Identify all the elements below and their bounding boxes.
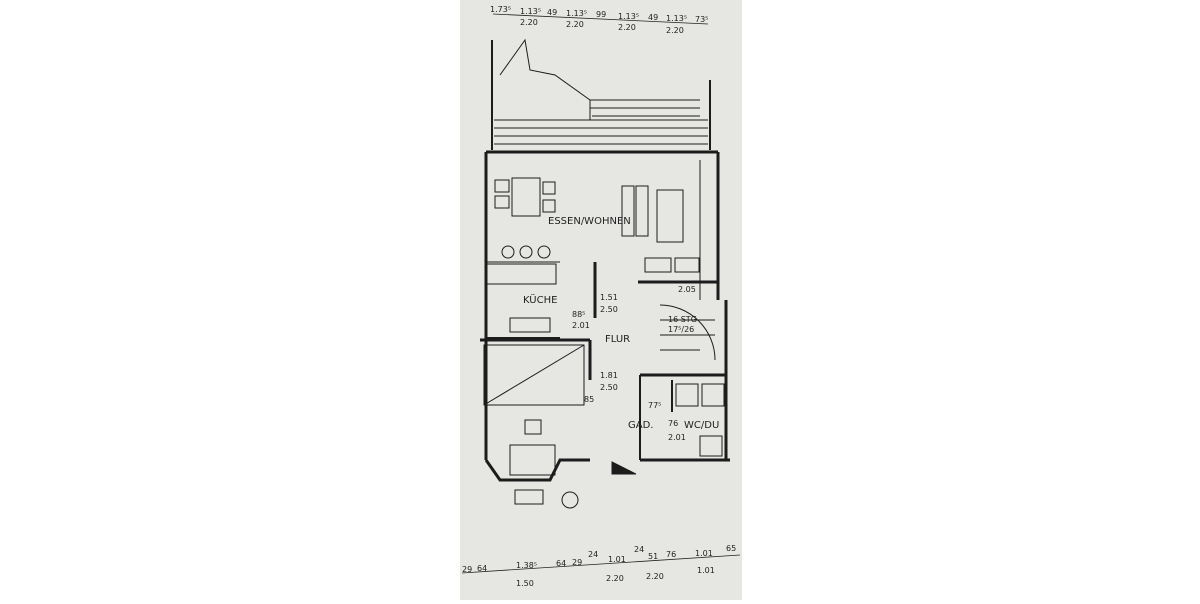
annotation: 2.50 <box>600 305 618 314</box>
dim: 2.20 <box>666 26 684 35</box>
dim: 29 <box>572 558 582 567</box>
annotation: 16 STG <box>668 315 697 324</box>
dim: 1.13⁵ <box>666 14 687 23</box>
dim: 73⁵ <box>695 15 708 24</box>
dim: 1.50 <box>516 579 534 588</box>
walls <box>480 150 730 482</box>
dim: 49 <box>547 8 557 17</box>
dim: 1.13⁵ <box>520 7 541 16</box>
furniture <box>483 177 725 509</box>
dim: 1.01 <box>608 555 626 564</box>
dim: 76 <box>666 550 676 559</box>
dim: 49 <box>648 13 658 22</box>
dim: 2.20 <box>606 574 624 583</box>
dim: 65 <box>726 544 736 553</box>
annotation: 76 <box>668 419 678 428</box>
room-label-wardrobe: GAD. <box>628 420 653 431</box>
dim: 24 <box>634 545 644 554</box>
dim: 1.13⁵ <box>618 12 639 21</box>
dim: 64 <box>556 559 566 568</box>
annotation: 77⁵ <box>648 401 661 410</box>
floor-plan-paper: 1.73⁵ 1.13⁵ 49 1.13⁵ 99 1.13⁵ 49 1.13⁵ 7… <box>460 0 742 600</box>
floor-plan: 1.73⁵ 1.13⁵ 49 1.13⁵ 99 1.13⁵ 49 1.13⁵ 7… <box>461 5 741 588</box>
room-label-kitchen: KÜCHE <box>523 293 557 306</box>
annotation: 1.81 <box>600 371 618 380</box>
dim: 2.20 <box>646 572 664 581</box>
room-label-living: ESSEN/WOHNEN <box>548 216 631 227</box>
annotation: 85 <box>584 395 594 404</box>
dim: 2.20 <box>566 20 584 29</box>
top-dimension-chain: 1.73⁵ 1.13⁵ 49 1.13⁵ 99 1.13⁵ 49 1.13⁵ 7… <box>490 5 708 35</box>
annotation: 2.01 <box>572 321 590 330</box>
dim: 1.73⁵ <box>490 5 511 14</box>
terrace <box>491 38 711 150</box>
dim: 1.38⁵ <box>516 561 537 570</box>
bottom-dimension-chain: 29 64 1.38⁵ 64 29 24 1.01 24 51 76 1.01 … <box>461 544 741 588</box>
dim: 29 <box>462 565 472 574</box>
annotation: 2.05 <box>678 285 696 294</box>
dim: 2.20 <box>618 23 636 32</box>
annotation: 1.51 <box>600 293 618 302</box>
dim: 1.01 <box>695 549 713 558</box>
dim: 1.13⁵ <box>566 9 587 18</box>
dim: 2.20 <box>520 18 538 27</box>
room-label-bathroom: WC/DU <box>684 420 719 431</box>
annotation: 2.50 <box>600 383 618 392</box>
dim: 1.01 <box>697 566 715 575</box>
dim: 24 <box>588 550 598 559</box>
dim: 51 <box>648 552 658 561</box>
dim: 64 <box>477 564 487 573</box>
annotation: 88⁵ <box>572 310 585 319</box>
annotation: 2.01 <box>668 433 686 442</box>
dim: 99 <box>596 10 606 19</box>
annotation: 17⁵/26 <box>668 325 694 334</box>
room-label-hall: FLUR <box>605 334 630 345</box>
annotations: 1.51 2.50 88⁵ 2.01 1.81 2.50 85 2.05 16 … <box>572 285 697 442</box>
